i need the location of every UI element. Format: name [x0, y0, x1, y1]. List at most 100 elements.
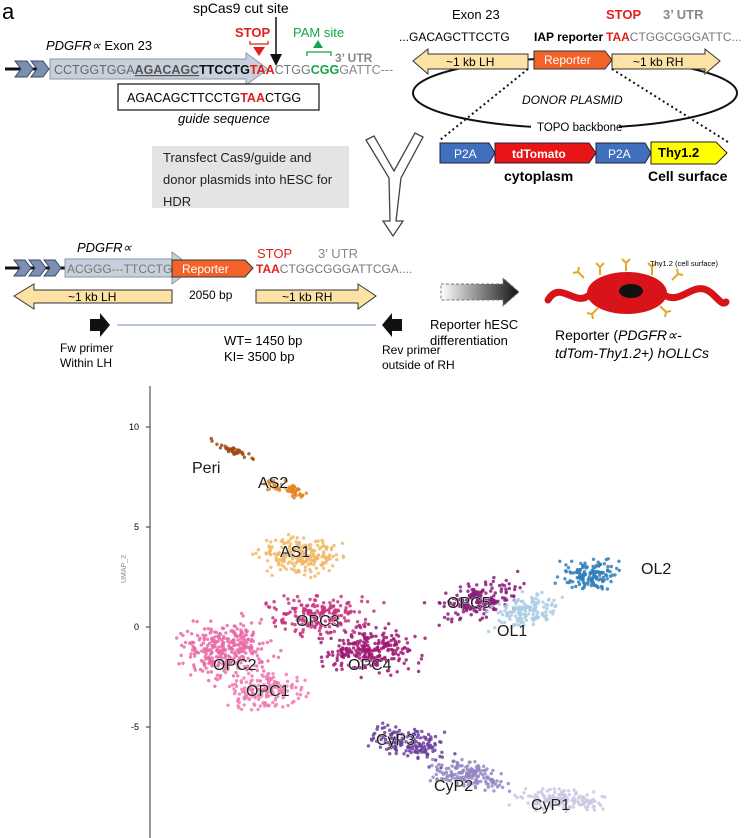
umap-points: [175, 436, 621, 814]
exon-chevron-2: [30, 60, 50, 78]
transfect-line-2: donor plasmids into hESC for: [163, 172, 333, 187]
cluster-label-as1: AS1: [280, 544, 310, 561]
fw-primer-arrow-icon: [90, 313, 110, 337]
ki-chevron-3: [43, 259, 62, 277]
donor-seq-right: TAACTGGCGGGATTC...: [606, 30, 742, 44]
ki-bp-label: 2050 bp: [189, 288, 233, 302]
donor-rh-arrow: [611, 47, 721, 76]
cluster-label-opc1: OPC1: [246, 683, 290, 700]
ki-reporter-label: Reporter: [182, 262, 229, 276]
tdtomato-label: tdTomato: [512, 147, 566, 161]
ki-gene-label: PDGFR∝: [77, 240, 133, 255]
y-tick-10: 10: [129, 422, 139, 432]
rev-primer-sub: outside of RH: [382, 358, 455, 372]
donor-reporter-arrow: [533, 50, 613, 70]
cell-surface-label: Cell surface: [648, 168, 728, 184]
cluster-label-cyp1: CyP1: [531, 797, 570, 814]
cell-nucleus: [619, 284, 643, 298]
guide-caption: guide sequence: [178, 111, 270, 126]
cluster-label-opc4: OPC4: [348, 657, 392, 674]
diff-label-1: Reporter hESC: [430, 317, 518, 332]
output-line-1: Reporter (PDGFR∝-: [555, 327, 682, 343]
cluster-label-cyp3: CyP3: [376, 732, 415, 749]
donor-stop-label: STOP: [606, 7, 641, 22]
cluster-label-opc2: OPC2: [213, 657, 257, 674]
y-tick-5: 5: [134, 522, 139, 532]
donor-lh-label: ~1 kb LH: [446, 55, 494, 69]
knockin-allele: PDGFR∝ ACGGG---TTCCTG Reporter STOP 3’ U…: [5, 240, 520, 372]
cut-site-label: spCas9 cut site: [193, 0, 289, 16]
guide-box: [117, 83, 320, 111]
gene-label: PDGFR∝ Exon 23: [46, 38, 152, 53]
ki-chevron-1: [13, 259, 32, 277]
p2a-2-block: [595, 142, 652, 164]
cluster-label-ol1: OL1: [497, 623, 527, 640]
panel-label: a: [2, 0, 15, 24]
cluster-label-opc3: OPC3: [296, 613, 340, 630]
donor-utr-label: 3’ UTR: [663, 7, 704, 22]
iap-label: IAP reporter: [534, 30, 603, 44]
ki-lh-label: ~1 kb LH: [68, 290, 116, 304]
wt-size: WT= 1450 bp: [224, 333, 302, 348]
diff-label-2: differentiation: [430, 333, 508, 348]
ki-stop-label: STOP: [257, 246, 292, 261]
donor-rh-label: ~1 kb RH: [633, 55, 683, 69]
guide-sequence: AGACAGCTTCCTGTAACTGG: [127, 91, 301, 105]
p2a-1-block: [439, 142, 496, 164]
plasmid-name: DONOR PLASMID: [522, 93, 623, 107]
stop-label: STOP: [235, 25, 270, 40]
y-axis-label: UMAP_2: [121, 555, 128, 583]
ki-rh-arrow: [255, 283, 377, 310]
transfect-box: Transfect Cas9/guide and donor plasmids …: [152, 146, 349, 209]
ki-seq-left: ACGGG---TTCCTG: [67, 262, 172, 276]
cluster-label-peri: Peri: [192, 460, 220, 477]
ki-chevron-2: [28, 259, 47, 277]
locus-sequence: CCTGGTGGAAGACAGCTTCCTGTAACTGGCGGGATTC---: [54, 63, 393, 77]
rev-primer-arrow-icon: [382, 313, 402, 337]
differentiation-arrow: [440, 276, 520, 308]
donor-plasmid: Exon 23 STOP 3’ UTR ...GACAGCTTCCTG IAP …: [399, 7, 742, 184]
transfect-line-3: HDR: [163, 194, 192, 209]
ki-rh-label: ~1 kb RH: [282, 290, 332, 304]
transfect-line-1: Transfect Cas9/guide and: [163, 150, 312, 165]
fw-primer-sub: Within LH: [60, 356, 112, 370]
cytoplasm-label: cytoplasm: [504, 168, 573, 184]
p2a-1-label: P2A: [454, 147, 477, 161]
exon-23-arrow: [49, 52, 269, 86]
rev-primer-label: Rev primer: [382, 343, 441, 357]
thy-cell-label: Thy1.2 (cell surface): [650, 259, 718, 268]
ki-size: KI= 3500 bp: [224, 349, 294, 364]
cluster-label-opc5: OPC5: [447, 595, 491, 612]
cluster-label-cyp2: CyP2: [434, 778, 473, 795]
umap-plot: 10 5 0 -5 UMAP_2 PeriAS2AS1OL2OPC5OL1OPC…: [121, 386, 672, 838]
thy-antigen-markers: [572, 258, 684, 320]
top-left-locus: PDGFR∝ Exon 23 CCTGGTGGAAGACAGCTTCCTGTAA…: [5, 0, 393, 126]
ki-reporter-arrow: [171, 259, 254, 278]
donor-exon-label: Exon 23: [452, 7, 500, 22]
merge-arrow: [365, 132, 424, 238]
cluster-label-as2: AS2: [258, 475, 288, 492]
fw-primer-label: Fw primer: [60, 341, 113, 355]
ki-seq-right: TAACTGGCGGGATTCGA....: [256, 262, 412, 276]
cluster-label-ol2: OL2: [641, 561, 671, 578]
thy-block: [650, 141, 728, 165]
pam-arrow-icon: [313, 40, 323, 48]
exon-chevron-1: [14, 60, 34, 78]
ki-lh-arrow: [13, 283, 173, 310]
pam-label: PAM site: [293, 25, 344, 40]
y-tick-neg5: -5: [131, 722, 139, 732]
backbone-label: TOPO backbone: [537, 122, 622, 134]
thy-label: Thy1.2: [658, 145, 699, 160]
donor-lh-arrow: [412, 47, 529, 76]
tdtomato-block: [494, 142, 597, 164]
y-tick-0: 0: [134, 622, 139, 632]
p2a-2-label: P2A: [608, 147, 631, 161]
ki-utr-label: 3’ UTR: [318, 246, 358, 261]
stop-arrow-icon: [253, 47, 265, 56]
output-line-2: tdTom-Thy1.2+) hOLLCs: [555, 345, 709, 361]
ollc-cell-drawing: Thy1.2 (cell surface): [544, 258, 730, 320]
donor-seq-left: ...GACAGCTTCCTG: [399, 30, 510, 44]
utr-label: 3’ UTR: [335, 51, 373, 65]
